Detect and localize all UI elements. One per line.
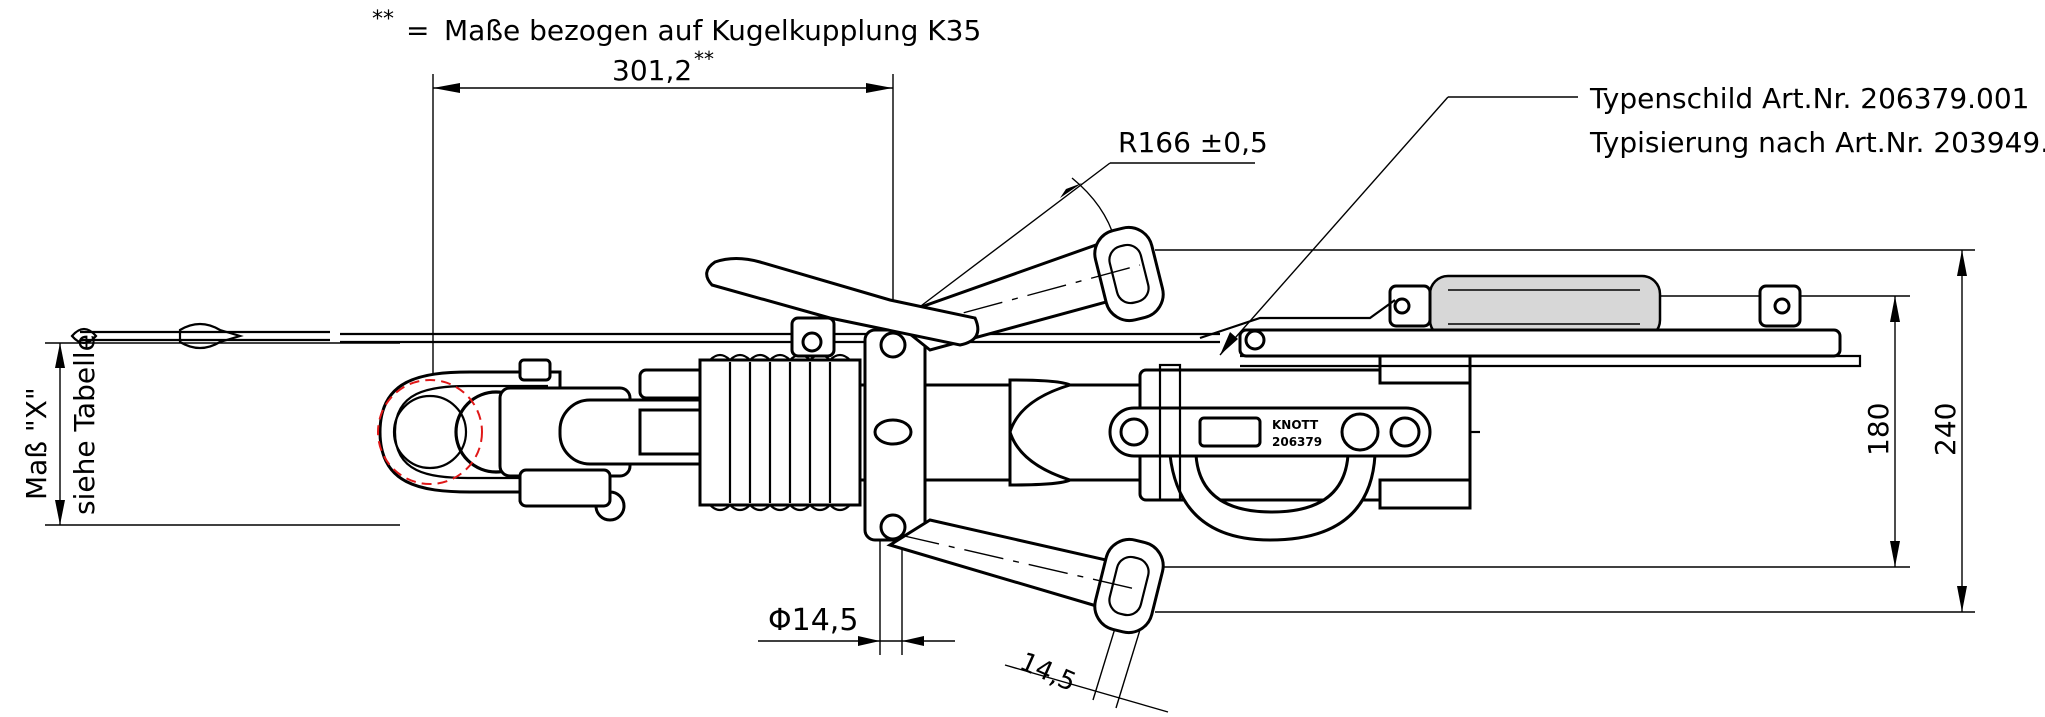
note-marker: ** (372, 7, 394, 32)
plate-text-line2: 206379 (1272, 435, 1322, 449)
dimension-mass-x-note: siehe Tabelle (68, 334, 101, 515)
dimension-mass-x: Maß "X" siehe Tabelle (20, 334, 400, 526)
note: ** = Maße bezogen auf Kugelkupplung K35 (372, 7, 981, 47)
type-plate: KNOTT 206379 (1108, 406, 1432, 458)
dimension-mass-x-label: Maß "X" (20, 387, 53, 500)
dimension-length-marker: ** (694, 47, 714, 71)
shock-absorber (1199, 274, 1862, 368)
dimension-radius: R166 ±0,5 (904, 126, 1268, 319)
dimension-height-outer: 240 (1929, 403, 1962, 456)
dimension-diameter: Φ14,5 (758, 520, 955, 655)
note-equals: = (406, 14, 429, 47)
callout-line1: Typenschild Art.Nr. 206379.001 (1589, 82, 2029, 115)
dimension-radius-value: R166 ±0,5 (1118, 126, 1268, 159)
bellows (698, 353, 862, 512)
dimension-height-inner: 180 (1862, 403, 1895, 456)
callout: Typenschild Art.Nr. 206379.001 Typisieru… (1219, 82, 2045, 356)
rear-flange (1158, 363, 1480, 502)
note-text: Maße bezogen auf Kugelkupplung K35 (444, 14, 981, 47)
coupling-head (377, 358, 752, 522)
breakaway-cable (70, 322, 1220, 350)
dimension-length: 301,2 ** (432, 47, 894, 395)
hand-lever (705, 257, 980, 358)
dimension-diameter-value: Φ14,5 (768, 603, 858, 638)
dimension-thickness-value: 14,5 (1015, 647, 1080, 698)
dimension-heights: 180 240 (1155, 249, 1975, 613)
plate-text-line1: KNOTT (1272, 418, 1319, 432)
dimension-length-value: 301,2 (612, 54, 692, 87)
callout-line2: Typisierung nach Art.Nr. 203949.019 (1589, 126, 2045, 159)
